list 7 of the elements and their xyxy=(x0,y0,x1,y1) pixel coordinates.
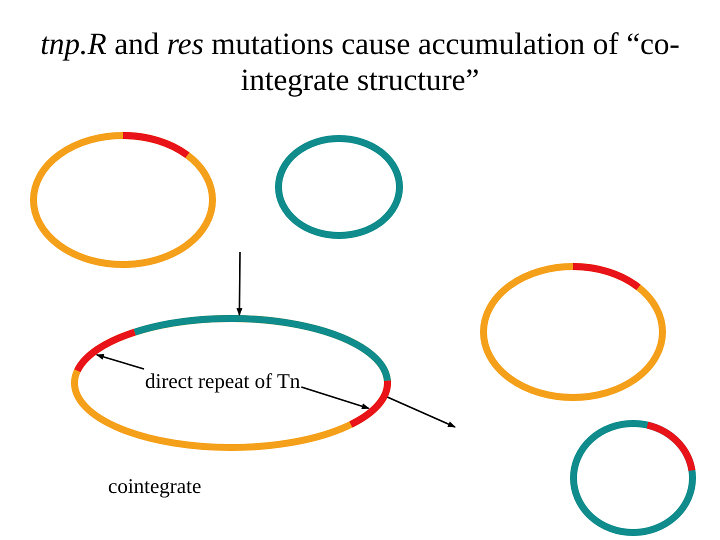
leader-line xyxy=(301,386,370,410)
arrow xyxy=(387,396,456,428)
title: tnp.R and res mutations cause accumulation of “co-integrate structure” xyxy=(39,26,681,98)
node-label: cointegrate xyxy=(108,474,202,498)
callout-text: direct repeat of Tn xyxy=(145,369,300,393)
leader-line xyxy=(96,354,144,370)
arrow xyxy=(236,252,242,316)
